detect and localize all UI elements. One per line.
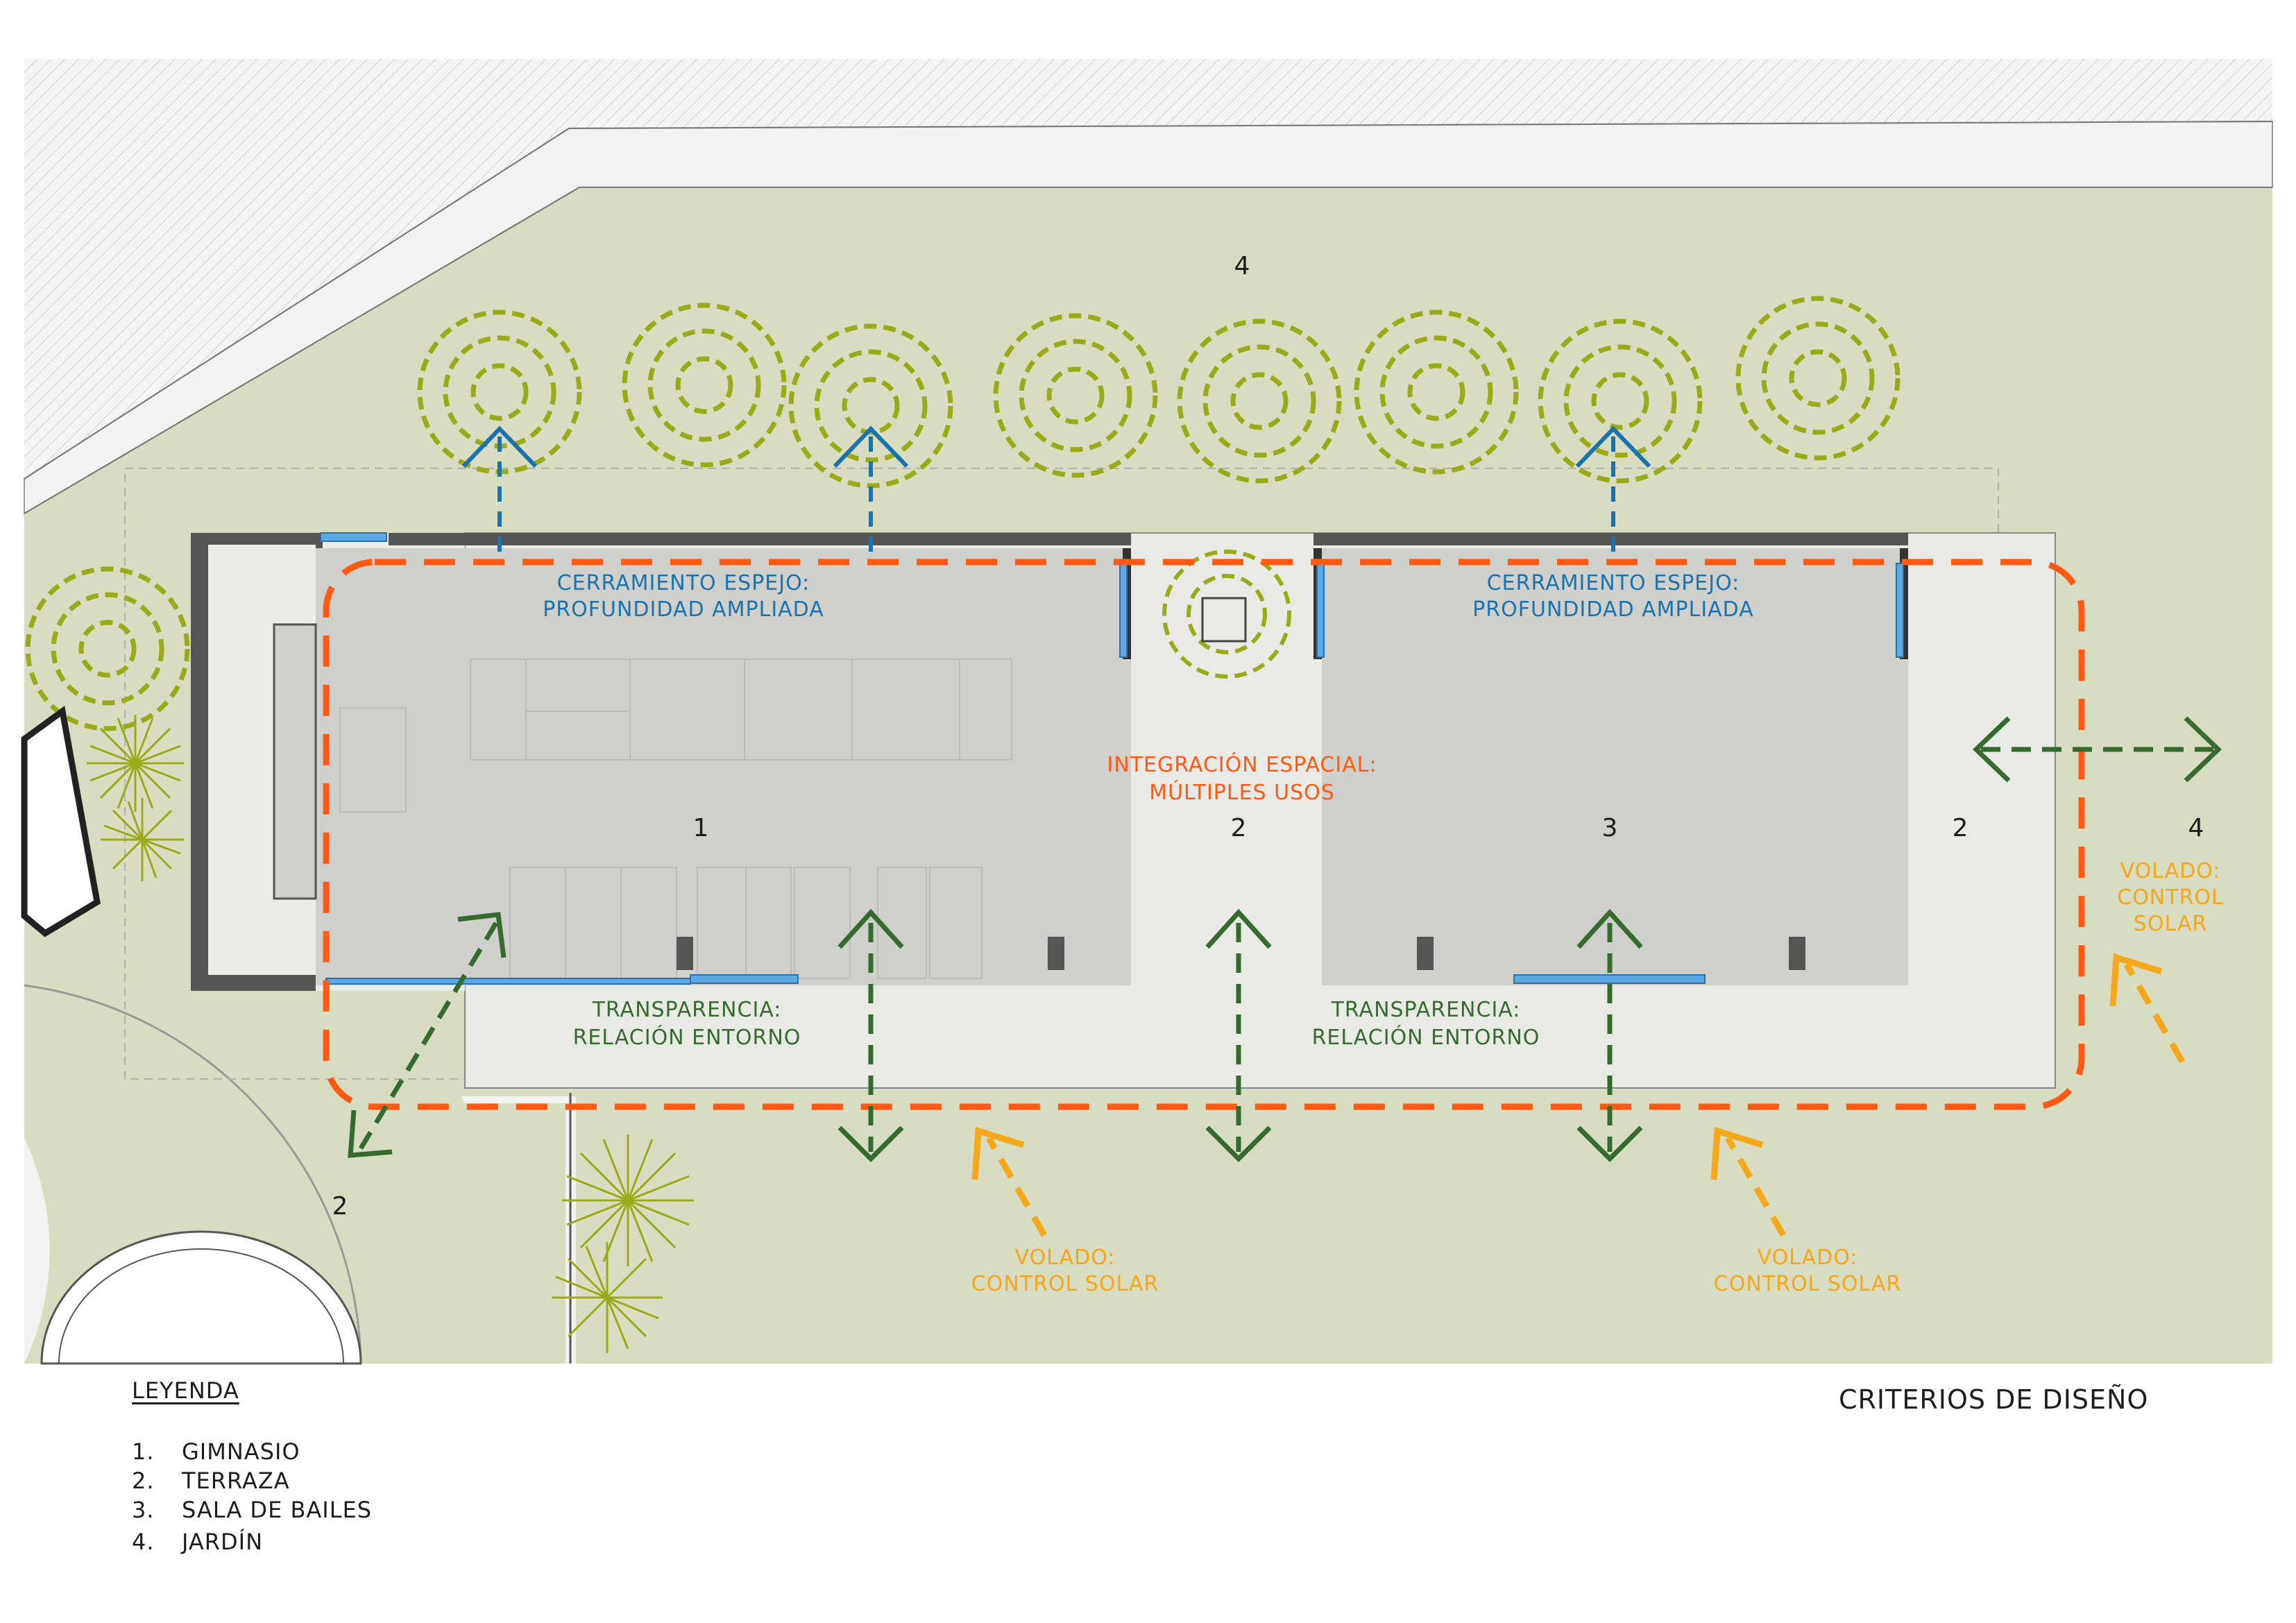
overhang-note-east: VOLADO: CONTROL SOLAR <box>2117 859 2224 936</box>
garden-edge <box>24 187 2272 514</box>
gym-room <box>316 548 1131 985</box>
overhang-note-south-left: VOLADO: CONTROL SOLAR <box>971 1246 1159 1296</box>
svg-text:TRANSPARENCIA:: TRANSPARENCIA: <box>592 998 782 1022</box>
zone-terrace-east: 2 <box>1953 814 1968 842</box>
tree-5 <box>1177 318 1342 484</box>
curb-line <box>24 121 2273 479</box>
zone-terrace-center: 2 <box>1231 814 1247 842</box>
svg-text:RELACIÓN ENTORNO: RELACIÓN ENTORNO <box>1312 1024 1540 1050</box>
legend-item-label: SALA DE BAILES <box>182 1497 373 1523</box>
legend-item: 1. GIMNASIO <box>132 1437 372 1466</box>
svg-text:INTEGRACIÓN ESPACIAL:: INTEGRACIÓN ESPACIAL: <box>1107 751 1377 777</box>
svg-text:VOLADO:: VOLADO: <box>1758 1246 1858 1270</box>
legend-title: LEYENDA <box>132 1377 239 1404</box>
glazing <box>320 532 1904 985</box>
integration-zone <box>323 559 2085 1110</box>
svg-text:CONTROL SOLAR: CONTROL SOLAR <box>971 1272 1159 1296</box>
tree-west <box>25 566 190 731</box>
legend-item-num: 4. <box>132 1529 155 1555</box>
mirror-bench <box>273 623 317 900</box>
legend-item-label: TERRAZA <box>182 1468 290 1494</box>
overhang-note-south-right: VOLADO: CONTROL SOLAR <box>1714 1246 1901 1296</box>
shrubs <box>87 715 694 1353</box>
transparency-note-left: TRANSPARENCIA: RELACIÓN ENTORNO <box>573 998 801 1050</box>
mirror-note-right: CERRAMIENTO ESPEJO: PROFUNDIDAD AMPLIADA <box>1472 571 1754 622</box>
circular-plaza <box>24 984 362 1364</box>
legend-item: 2. TERRAZA <box>132 1466 372 1495</box>
tree-2 <box>622 303 787 468</box>
tree-pit <box>1201 597 1247 643</box>
tree-3 <box>788 323 953 488</box>
svg-text:CERRAMIENTO ESPEJO:: CERRAMIENTO ESPEJO: <box>557 571 810 595</box>
transparency-arrows <box>348 716 2222 1162</box>
transparency-note-right: TRANSPARENCIA: RELACIÓN ENTORNO <box>1312 998 1540 1050</box>
sheet-title: CRITERIOS DE DISEÑO <box>1839 1384 2149 1415</box>
mirror-arrows <box>461 425 1651 552</box>
svg-text:PROFUNDIDAD AMPLIADA: PROFUNDIDAD AMPLIADA <box>543 597 824 622</box>
walls <box>191 533 1908 991</box>
svg-text:CONTROL SOLAR: CONTROL SOLAR <box>1714 1272 1901 1296</box>
overhang-arrows <box>971 953 2185 1237</box>
legend-item-label: JARDÍN <box>182 1529 264 1555</box>
zone-garden-east: 4 <box>2188 814 2204 842</box>
svg-text:CONTROL: CONTROL <box>2117 885 2224 910</box>
svg-text:SOLAR: SOLAR <box>2134 912 2207 936</box>
tree-courtyard <box>1162 550 1291 679</box>
roundabout-inner <box>58 1248 344 1364</box>
svg-text:TRANSPARENCIA:: TRANSPARENCIA: <box>1331 998 1521 1022</box>
svg-text:PROFUNDIDAD AMPLIADA: PROFUNDIDAD AMPLIADA <box>1472 597 1754 622</box>
zone-numbers: 1 2 3 2 4 4 2 <box>332 252 2204 1221</box>
svg-text:MÚLTIPLES USOS: MÚLTIPLES USOS <box>1149 779 1335 805</box>
roundabout <box>40 1230 362 1365</box>
zone-terrace-south: 2 <box>332 1192 348 1221</box>
legend-item-num: 3. <box>132 1497 155 1523</box>
tree-8 <box>1735 296 1900 461</box>
tree-7 <box>1538 318 1703 484</box>
zone-gym: 1 <box>693 814 709 842</box>
trees <box>25 296 1900 731</box>
legend: LEYENDA 1. GIMNASIO 2. TERRAZA 3. SALA D… <box>132 1377 372 1556</box>
legend-item-label: GIMNASIO <box>182 1438 300 1465</box>
legend-item: 4. JARDÍN <box>132 1527 372 1556</box>
svg-text:RELACIÓN ENTORNO: RELACIÓN ENTORNO <box>573 1024 801 1050</box>
legend-item-num: 1. <box>132 1438 155 1465</box>
legend-item: 3. SALA DE BAILES <box>132 1495 372 1524</box>
zone-garden-north: 4 <box>1234 252 1250 280</box>
tree-4 <box>993 313 1158 478</box>
integration-note: INTEGRACIÓN ESPACIAL: MÚLTIPLES USOS <box>1107 751 1377 805</box>
west-structure <box>21 706 101 937</box>
svg-text:CERRAMIENTO ESPEJO:: CERRAMIENTO ESPEJO: <box>1487 571 1740 595</box>
svg-text:VOLADO:: VOLADO: <box>1015 1246 1116 1270</box>
svg-text:VOLADO:: VOLADO: <box>2120 859 2221 883</box>
legend-item-num: 2. <box>132 1468 155 1494</box>
zone-dance: 3 <box>1602 814 1618 842</box>
mirror-note-left: CERRAMIENTO ESPEJO: PROFUNDIDAD AMPLIADA <box>543 571 824 622</box>
tree-6 <box>1354 309 1519 475</box>
dance-room <box>1322 548 1908 985</box>
